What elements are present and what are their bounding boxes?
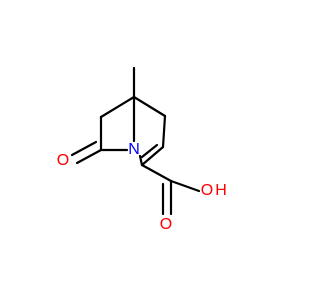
bond-bridge-c-to-ch2-ring	[132, 95, 167, 118]
bond-oxo-double-2	[70, 140, 98, 157]
carboxyl-oxygen-label: O	[160, 216, 172, 233]
nitrogen-label: N	[128, 141, 140, 158]
bond-alkene-inner	[140, 143, 159, 159]
bond-carboxyl-single	[169, 179, 201, 193]
hydroxyl-oxygen-label: O	[201, 182, 213, 199]
oxo-oxygen-label: O	[57, 152, 69, 169]
bond-oxo-double-1	[75, 148, 103, 165]
bond-alkene-outer	[140, 145, 165, 167]
hydroxyl-hydrogen-label: H	[215, 182, 227, 199]
bond-ch2-to-alkene	[161, 114, 167, 149]
molecule-structure: N O O O H	[57, 66, 227, 233]
bond-bridge-c-to-ch2	[99, 95, 136, 119]
molecule-canvas: N O O O H	[56, 66, 227, 234]
bond-ring-to-carboxyl	[140, 163, 173, 183]
bond-n-to-alkene	[138, 154, 144, 167]
